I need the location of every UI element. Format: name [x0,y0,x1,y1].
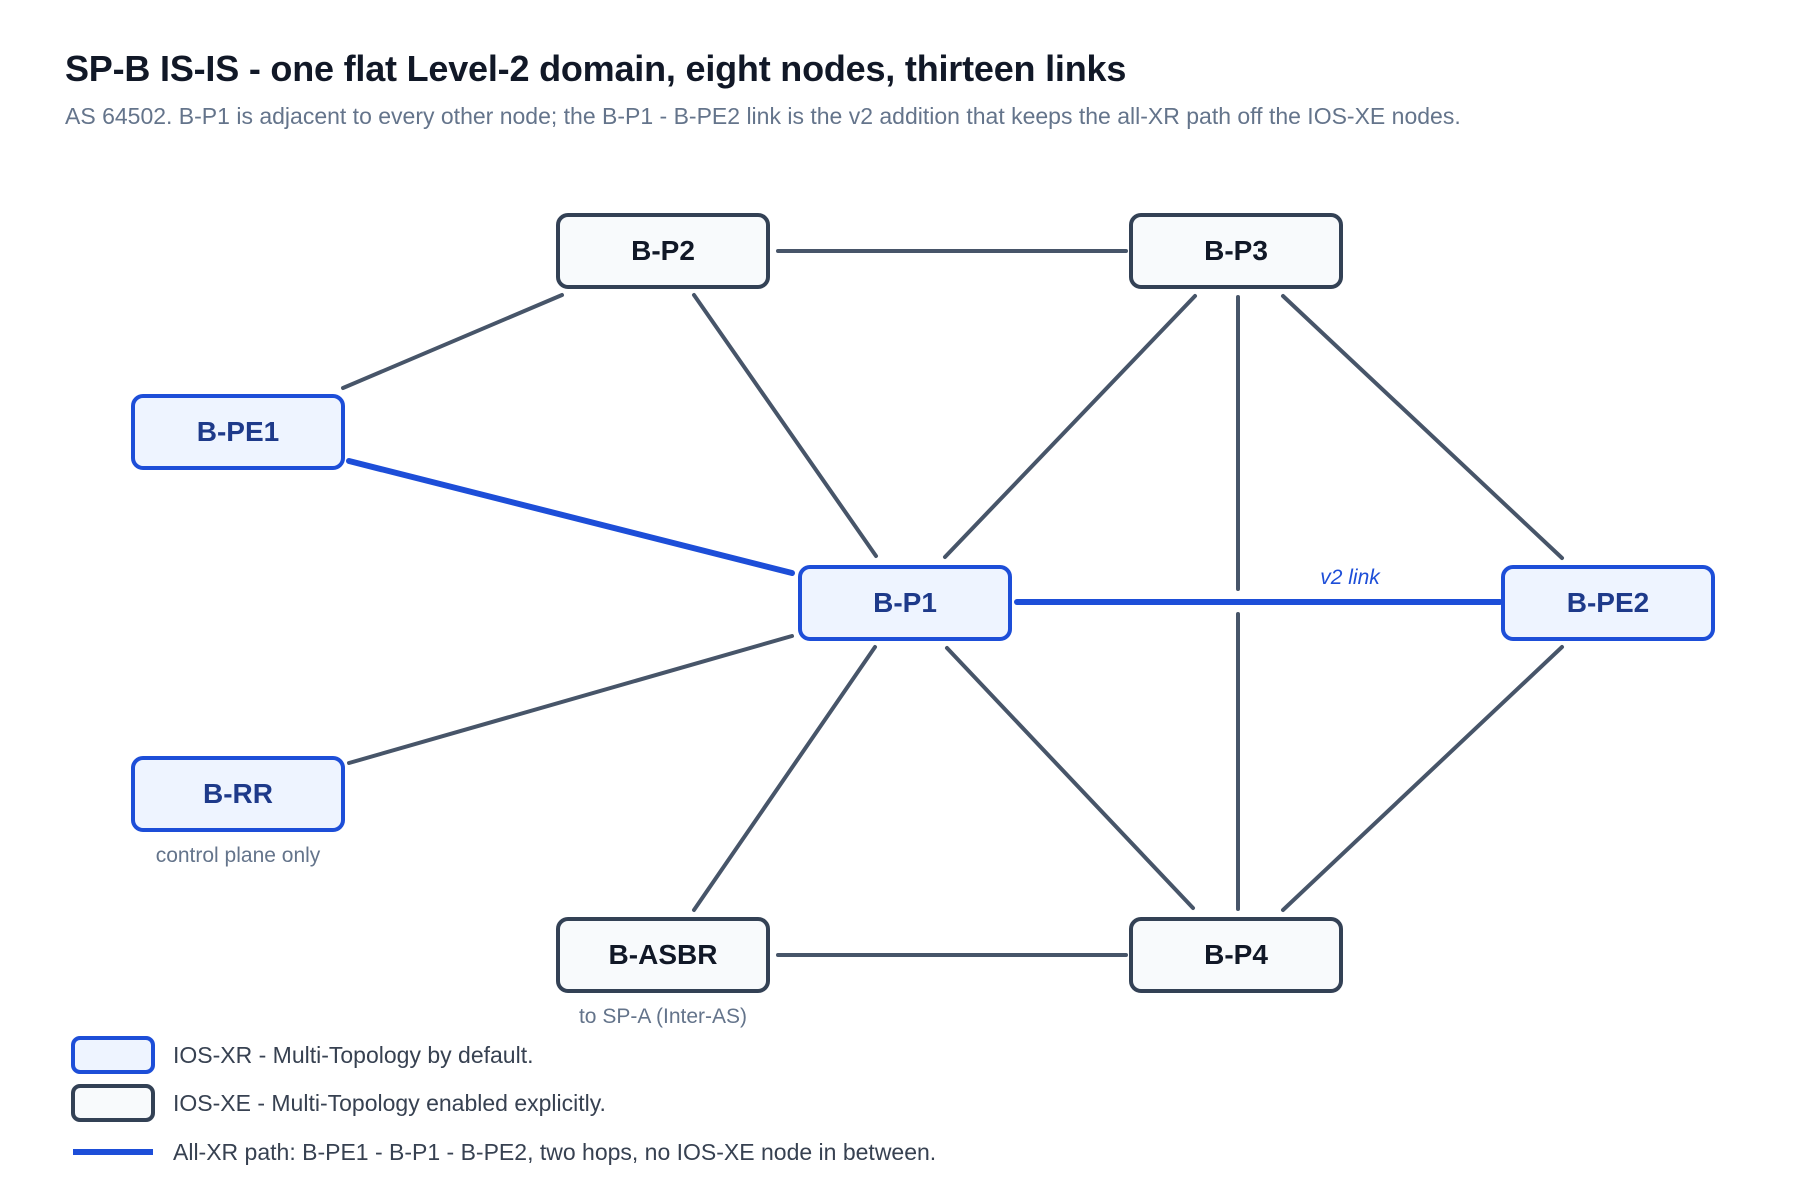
legend-xr-text: IOS-XR - Multi-Topology by default. [173,1042,533,1068]
node-bpe2[interactable]: B-PE2 [1501,565,1715,641]
link-bp2-bpe1 [341,293,564,390]
link-bp3-bpe2 [1281,294,1564,560]
link-bp1-basbr [692,645,877,912]
diagram-title: SP-B IS-IS - one flat Level-2 domain, ei… [65,48,1127,89]
link-bp1-bp4 [945,646,1195,910]
node-bp1[interactable]: B-P1 [798,565,1012,641]
legend: IOS-XR - Multi-Topology by default. IOS-… [71,1036,936,1165]
node-label-brr: B-RR [203,778,273,809]
basbr-note: to SP-A (Inter-AS) [579,1005,747,1028]
brr-note: control plane only [156,844,321,867]
legend-xe-swatch [71,1084,155,1122]
node-label-bpe1: B-PE1 [197,416,279,447]
links [341,249,1564,957]
legend-xr-swatch [71,1036,155,1074]
node-label-bp3: B-P3 [1204,235,1268,266]
node-label-bp2: B-P2 [631,235,695,266]
node-bp4[interactable]: B-P4 [1129,917,1343,993]
node-label-basbr: B-ASBR [609,939,718,970]
node-label-bp4: B-P4 [1204,939,1268,970]
node-bpe1[interactable]: B-PE1 [131,394,345,470]
link-bpe2-bp4 [1281,645,1564,912]
node-bp3[interactable]: B-P3 [1129,213,1343,289]
node-brr[interactable]: B-RR [131,756,345,832]
xr-path-links [346,458,1503,605]
node-label-bp1: B-P1 [873,587,937,618]
link-bp1-brr [347,634,794,765]
node-label-bpe2: B-PE2 [1567,587,1649,618]
link-bp2-bp1 [692,293,878,558]
node-bp2[interactable]: B-P2 [556,213,770,289]
link-bp3-bp1 [943,294,1197,559]
v2-link-label: v2 link [1320,566,1381,589]
diagram-subtitle: AS 64502. B-P1 is adjacent to every othe… [65,103,1461,129]
node-basbr[interactable]: B-ASBR [556,917,770,993]
legend-path-text: All-XR path: B-PE1 - B-P1 - B-PE2, two h… [173,1139,936,1165]
link-bpe1-bp1 [346,458,795,576]
legend-xe-text: IOS-XE - Multi-Topology enabled explicit… [173,1090,606,1116]
